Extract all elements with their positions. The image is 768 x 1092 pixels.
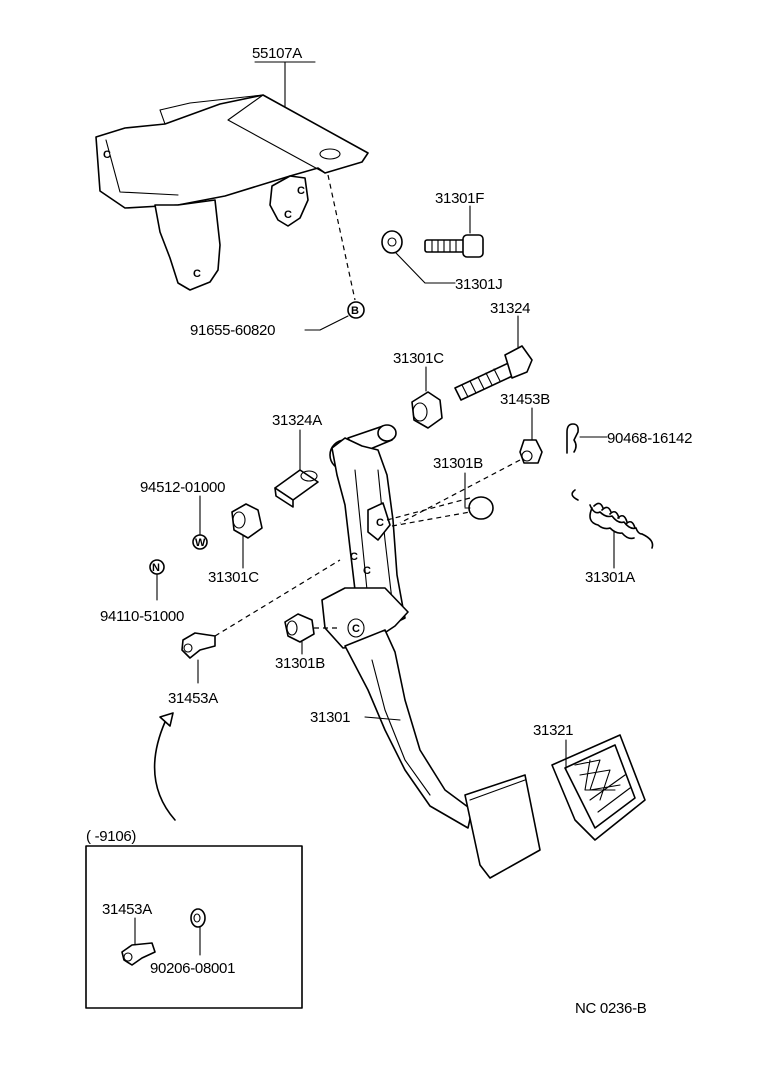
- bolt-31301f: [424, 234, 484, 258]
- bushing-31301c-upper: [411, 391, 443, 429]
- nut-31301j: [381, 230, 403, 254]
- bracket-mark-c1: C: [103, 149, 111, 161]
- callout-94110-51000: 94110-51000: [100, 608, 184, 625]
- stopper-31453a: [181, 632, 216, 659]
- inset-panel: ( -9106) 31453A 90206-08001: [85, 828, 303, 1009]
- callout-31301j: 31301J: [455, 276, 502, 293]
- callout-31324a: 31324A: [272, 412, 322, 429]
- diagram-code: NC 0236-B: [575, 1000, 647, 1017]
- bushing-31301c-lower: [231, 503, 263, 539]
- callout-90468-16142: 90468-16142: [607, 430, 692, 447]
- stopper-31453b: [519, 439, 543, 464]
- bracket-mark-c2: C: [193, 268, 201, 280]
- lever-mark-c4: C: [352, 623, 360, 635]
- callout-31453b: 31453B: [500, 391, 550, 408]
- callout-55107a: 55107A: [252, 45, 302, 62]
- washer-94512-mark: W: [195, 537, 206, 549]
- lever-mark-c3: C: [363, 565, 371, 577]
- inset-callout-90206-08001: 90206-08001: [150, 960, 235, 977]
- nut-94110: N: [149, 559, 165, 575]
- callout-94512-01000: 94512-01000: [140, 479, 225, 496]
- bracket-mark-c4: C: [297, 185, 305, 197]
- washer-94512: W: [192, 534, 208, 550]
- pedal-bracket: C C C C: [95, 94, 369, 291]
- callout-31301b-upper: 31301B: [433, 455, 483, 472]
- callout-31324: 31324: [490, 300, 530, 317]
- cushion-31301b-lower: [284, 613, 315, 643]
- clip-90468: [566, 423, 579, 454]
- callout-91655-60820: 91655-60820: [190, 322, 275, 339]
- inset-callout-31453a: 31453A: [102, 901, 152, 918]
- bolt-31324: [454, 345, 533, 401]
- cushion-31301b-upper: [464, 496, 494, 520]
- callout-31453a: 31453A: [168, 690, 218, 707]
- inset-reference-arrow: [153, 721, 176, 821]
- nut-91655-mark: B: [351, 305, 359, 317]
- spring-31301a: [571, 489, 654, 549]
- bracket-mark-c3: C: [284, 209, 292, 221]
- pedal-pad-31321: [551, 734, 646, 841]
- pedal-lever: C C C C: [321, 424, 541, 879]
- callout-31301b-lower: 31301B: [275, 655, 325, 672]
- callout-31301f: 31301F: [435, 190, 484, 207]
- callout-31301: 31301: [310, 709, 350, 726]
- callout-31301c-lower: 31301C: [208, 569, 259, 586]
- inset-header: ( -9106): [86, 828, 136, 845]
- callout-31301a: 31301A: [585, 569, 635, 586]
- lever-mark-c2: C: [350, 551, 358, 563]
- callout-31301c-upper: 31301C: [393, 350, 444, 367]
- lever-mark-c1: C: [376, 517, 384, 529]
- nut-91655: B: [347, 301, 365, 319]
- nut-94110-mark: N: [152, 562, 160, 574]
- callout-31321: 31321: [533, 722, 573, 739]
- collar-31324a: [274, 469, 319, 508]
- inset-washer-90206: [190, 908, 206, 928]
